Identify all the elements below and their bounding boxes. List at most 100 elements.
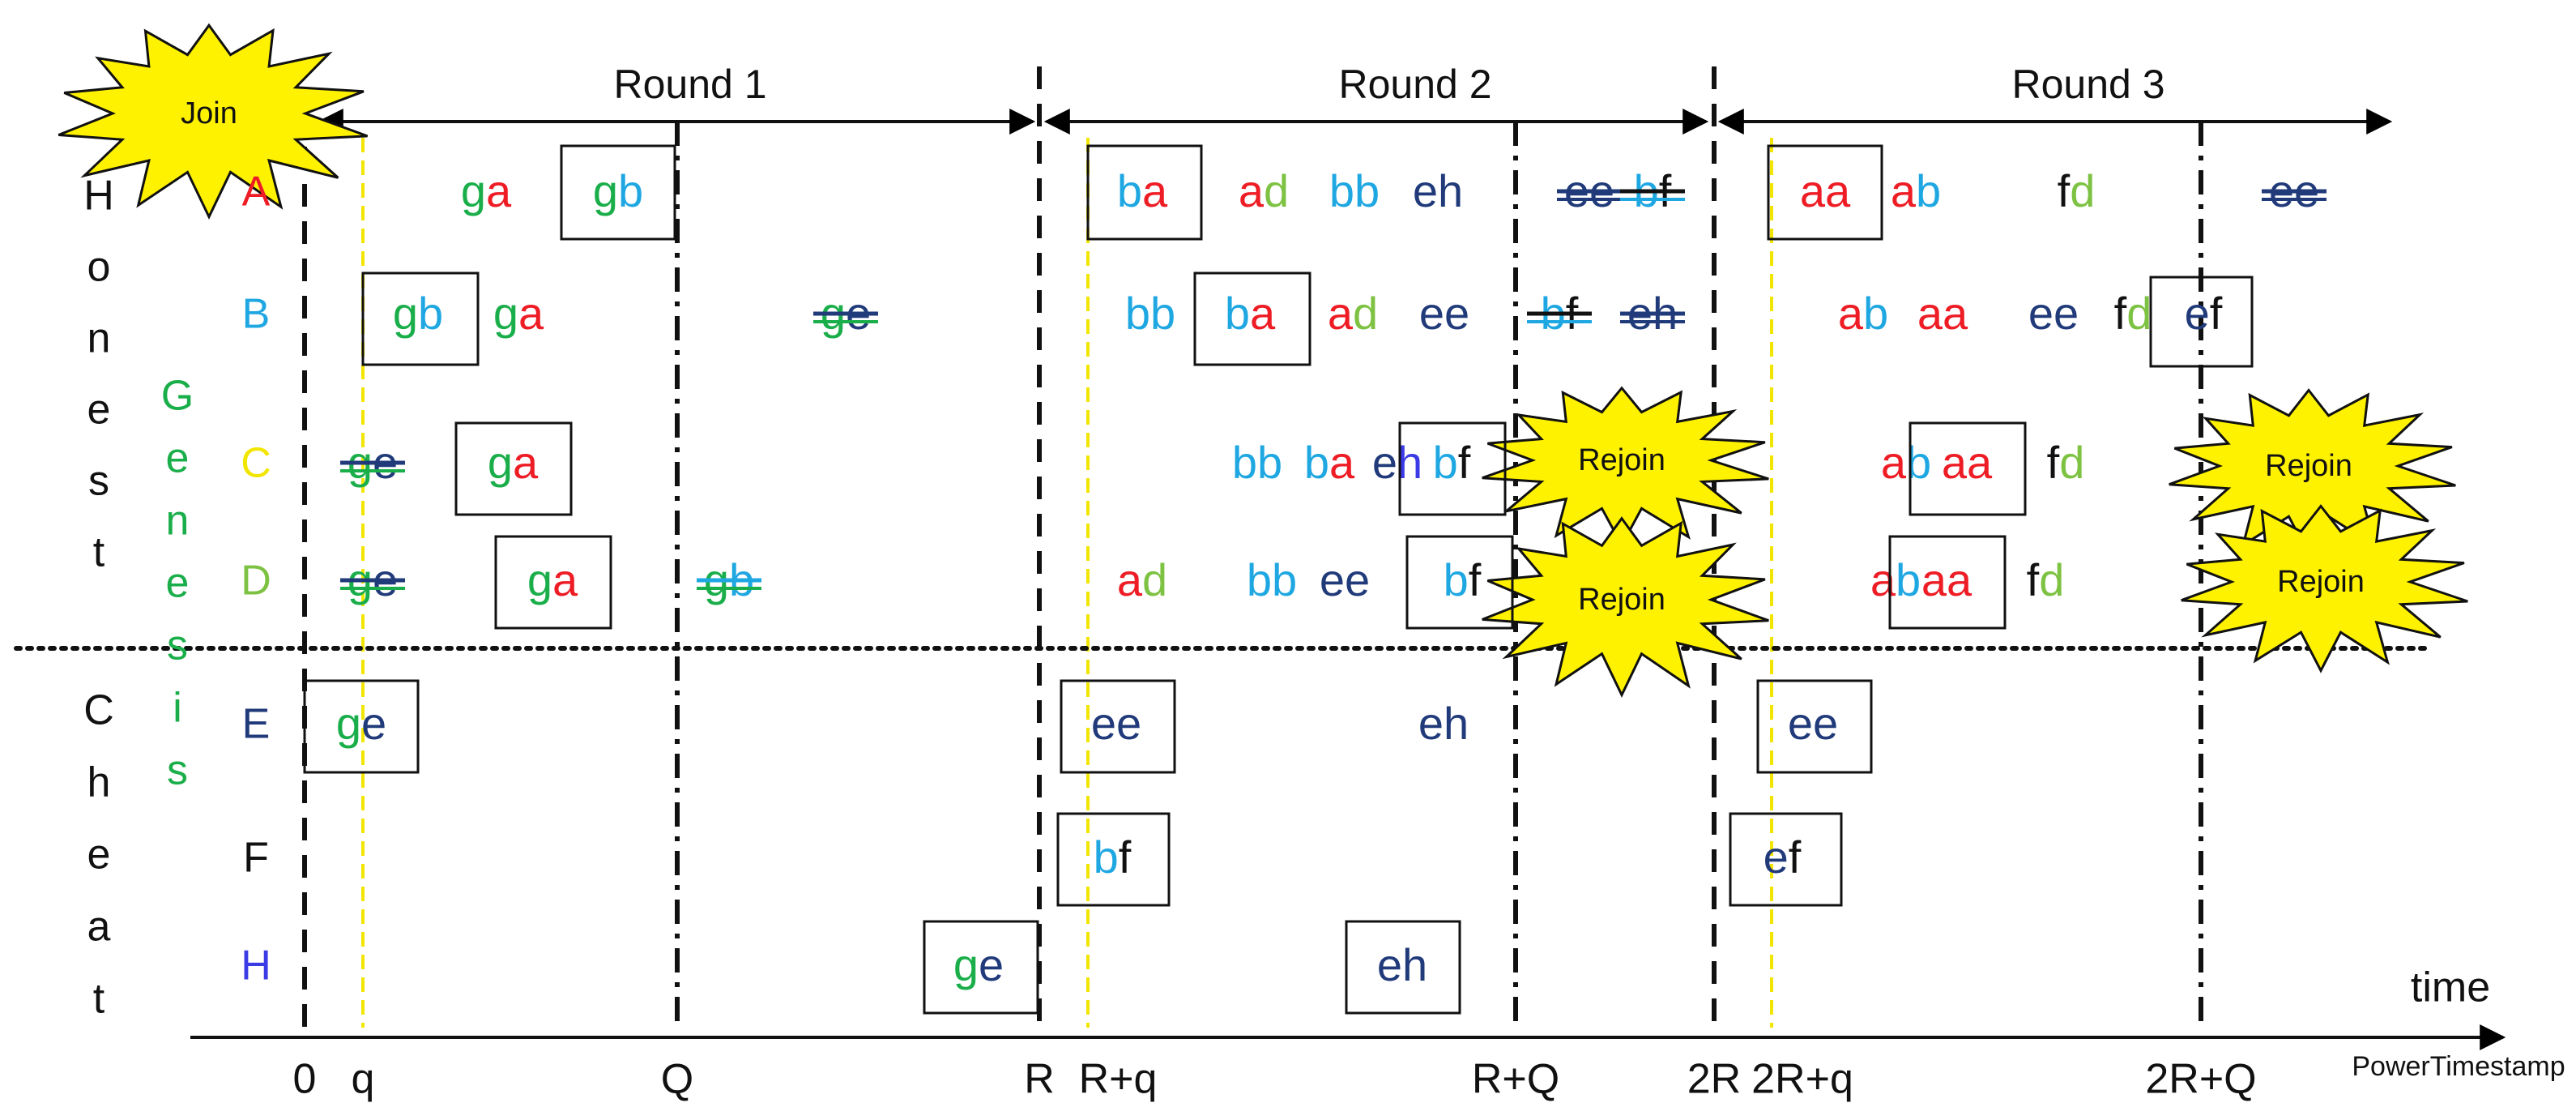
honest-vertical-label-letter: s [88, 458, 109, 505]
token-box [1086, 144, 1203, 241]
burst-star-shape [1482, 516, 1769, 698]
message-token: bf [1620, 165, 1685, 216]
token-right-char: e [1813, 698, 1838, 749]
token-right-char: e [361, 698, 386, 749]
token-left-char: b [1232, 437, 1257, 488]
token-right-char: b [1896, 554, 1921, 605]
time-tick-label: 2R [1687, 1056, 1741, 1103]
token-right-char: d [1142, 554, 1167, 605]
message-token: ab [1870, 554, 1921, 605]
token-text: aa [1921, 554, 1973, 605]
token-left-char: a [1117, 554, 1143, 605]
token-text: ga [493, 288, 544, 339]
message-token: bb [1232, 437, 1282, 488]
token-left-char: a [1870, 554, 1896, 605]
token-text: gb [593, 165, 643, 216]
honest-vertical-label-letter: n [87, 315, 111, 362]
token-text: ga [527, 554, 578, 605]
token-text: ge [336, 698, 386, 749]
token-box [454, 421, 573, 516]
message-token: fd [2058, 165, 2096, 216]
token-left-char: f [2058, 165, 2071, 216]
message-token: eh [1413, 165, 1463, 216]
token-text: aa [1917, 288, 1968, 339]
token-left-char: g [488, 437, 513, 488]
token-left-char: a [1921, 554, 1947, 605]
honest-vertical-label-letter: H [83, 173, 114, 220]
token-right-char: b [1863, 288, 1888, 339]
join-burst: Join [58, 23, 369, 220]
token-right-char: a [1142, 165, 1168, 216]
token-right-char: e [1116, 698, 1141, 749]
token-text: ba [1225, 288, 1276, 339]
node-label-h: H [241, 943, 271, 990]
token-text: ab [1891, 165, 1941, 216]
token-left-char: e [2028, 288, 2054, 339]
token-text: ba [1117, 165, 1168, 216]
token-text: fd [2114, 288, 2152, 339]
token-text: aa [1800, 165, 1851, 216]
message-token: ge [923, 920, 1039, 1015]
token-text: bf [1433, 437, 1471, 488]
token-right-char: b [418, 288, 443, 339]
time-tick-label: R+Q [1472, 1056, 1559, 1103]
token-text: ee [1788, 698, 1838, 749]
token-left-char: e [1320, 554, 1345, 605]
token-right-char: f [1119, 831, 1132, 883]
rejoin-burst: Rejoin [2169, 388, 2456, 558]
token-right-char: h [1444, 698, 1469, 749]
message-token: ba [1193, 271, 1311, 366]
message-token: ad [1328, 288, 1378, 339]
message-token: aa [1888, 535, 2007, 630]
token-left-char: b [1225, 288, 1250, 339]
token-left-char: g [593, 165, 618, 216]
token-box [1767, 144, 1883, 241]
token-left-char: b [1247, 554, 1272, 605]
token-right-char: a [1329, 437, 1355, 488]
token-text: ge [953, 939, 1004, 990]
time-tick-label: Q [661, 1056, 693, 1103]
time-tick-label: 2R+Q [2145, 1056, 2256, 1103]
message-token: fd [2027, 554, 2065, 605]
burst-label: Rejoin [2265, 449, 2352, 483]
token-right-char: b [1257, 437, 1282, 488]
token-box [494, 535, 612, 630]
burst-label: Rejoin [2277, 565, 2365, 599]
token-text: ab [1870, 554, 1921, 605]
rejoin-burst: Rejoin [1482, 386, 1769, 548]
power-timestamp-label: PowerTimestamp [2352, 1051, 2565, 1082]
token-left-char: e [2185, 288, 2210, 339]
token-text: fd [2047, 437, 2085, 488]
token-right-char: b [1354, 165, 1380, 216]
token-left-char: b [1444, 554, 1469, 605]
token-right-char: d [2039, 554, 2064, 605]
message-token: bf [1398, 421, 1507, 516]
token-text: ga [488, 437, 539, 488]
genesis-vertical-label-letter: s [167, 747, 188, 794]
message-token: gb [361, 271, 480, 366]
genesis-vertical-label-letter: e [166, 435, 190, 482]
genesis-vertical-label-letter: i [173, 685, 182, 732]
token-text: bb [1329, 165, 1380, 216]
token-text: ga [461, 165, 512, 216]
token-text: ab [1838, 288, 1888, 339]
token-left-char: f [2114, 288, 2127, 339]
node-label-a: A [242, 169, 271, 216]
token-text: eh [1372, 437, 1422, 488]
token-left-char: a [1891, 165, 1917, 216]
message-token: bb [1329, 165, 1380, 216]
round-1-label: Round 1 [613, 62, 766, 107]
token-right-char: h [1397, 437, 1422, 488]
message-token: ee [2262, 165, 2327, 216]
token-left-char: b [1433, 437, 1458, 488]
token-right-char: a [1947, 554, 1973, 605]
message-token: ab [1881, 437, 1931, 488]
token-text: ad [1328, 288, 1378, 339]
token-left-char: e [1788, 698, 1813, 749]
cheat-vertical-label-letter: C [83, 687, 114, 734]
token-box [1345, 920, 1461, 1015]
